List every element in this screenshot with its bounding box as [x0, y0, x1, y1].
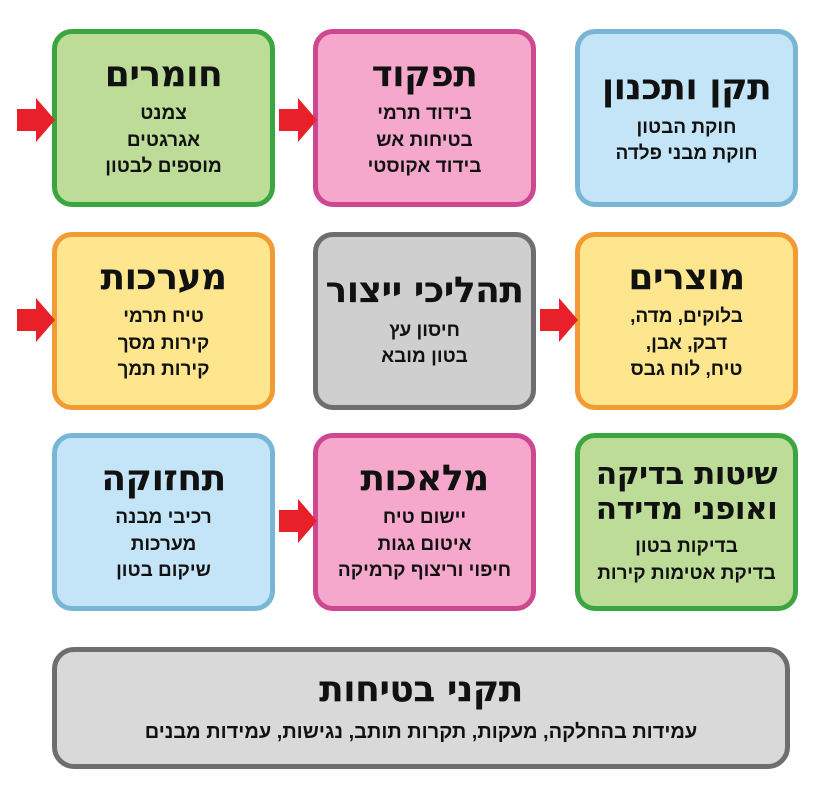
- card-item: קירות מסך: [117, 332, 210, 354]
- card-production: תהליכי ייצור חיסון עץ בטון מובא: [313, 232, 536, 410]
- card-item: מוספים לבטון: [105, 156, 222, 178]
- card-safety: תקני בטיחות עמידות בהחלקה, מעקות, תקרות …: [52, 647, 790, 769]
- card-item: בטון מובא: [381, 346, 468, 368]
- card-item: רכיבי מבנה: [115, 507, 212, 529]
- card-item: דבק, אבן,: [645, 332, 728, 354]
- arrow-icon: [279, 98, 317, 142]
- card-item: מערכות: [130, 533, 197, 555]
- card-systems: מערכות טיח תרמי קירות מסך קירות תמך: [52, 232, 275, 410]
- card-title: תקן ותכנון: [601, 67, 772, 109]
- card-item: בדיקות בטון: [635, 536, 738, 558]
- arrow-icon: [540, 298, 578, 342]
- card-item: בטיחות אש: [376, 129, 473, 151]
- card-item: חיסון עץ: [389, 319, 460, 341]
- card-function: תפקוד בידוד תרמי בטיחות אש בידוד אקוסטי: [313, 29, 536, 207]
- card-item: טיח תרמי: [123, 306, 204, 328]
- card-item: חיפוי וריצוף קרמיקה: [337, 560, 512, 582]
- card-title: שיטות בדיקה ואופני מדידה: [595, 455, 778, 528]
- card-title: תפקוד: [371, 53, 478, 95]
- card-standards: תקן ותכנון חוקת הבטון חוקת מבני פלדה: [575, 29, 798, 207]
- card-title: מוצרים: [628, 256, 745, 298]
- card-materials: חומרים צמנט אגרגטים מוספים לבטון: [52, 29, 275, 207]
- card-item: שיקום בטון: [116, 560, 211, 582]
- card-item: טיח, לוח גבס: [630, 359, 743, 381]
- card-title: חומרים: [104, 53, 223, 95]
- card-item: צמנט: [140, 103, 187, 125]
- arrow-icon: [17, 298, 55, 342]
- card-crafts: מלאכות יישום טיח איטום גגות חיפוי וריצוף…: [313, 433, 536, 611]
- card-item: בידוד תרמי: [377, 103, 472, 125]
- card-item: חוקת הבטון: [636, 116, 737, 138]
- card-title: תהליכי ייצור: [325, 270, 524, 312]
- card-item: קירות תמך: [117, 359, 210, 381]
- card-item: בידוד אקוסטי: [367, 156, 482, 178]
- card-item: איטום גגות: [377, 533, 472, 555]
- arrow-icon: [17, 98, 55, 142]
- card-item: בדיקת אטימות קירות: [597, 562, 776, 584]
- card-item: עמידות בהחלקה, מעקות, תקרות תותב, נגישות…: [144, 721, 698, 744]
- card-products: מוצרים בלוקים, מדה, דבק, אבן, טיח, לוח ג…: [575, 232, 798, 410]
- card-title: תחזוקה: [101, 457, 226, 499]
- card-title: מערכות: [100, 256, 227, 298]
- card-item: אגרגטים: [126, 129, 201, 151]
- card-item: חוקת מבני פלדה: [615, 143, 758, 165]
- card-testing: שיטות בדיקה ואופני מדידה בדיקות בטון בדי…: [575, 433, 798, 611]
- card-title: תקני בטיחות: [319, 668, 523, 710]
- arrow-icon: [279, 499, 317, 543]
- card-item: בלוקים, מדה,: [630, 306, 743, 328]
- card-title: מלאכות: [360, 457, 489, 499]
- card-item: יישום טיח: [382, 507, 467, 529]
- card-maintenance: תחזוקה רכיבי מבנה מערכות שיקום בטון: [52, 433, 275, 611]
